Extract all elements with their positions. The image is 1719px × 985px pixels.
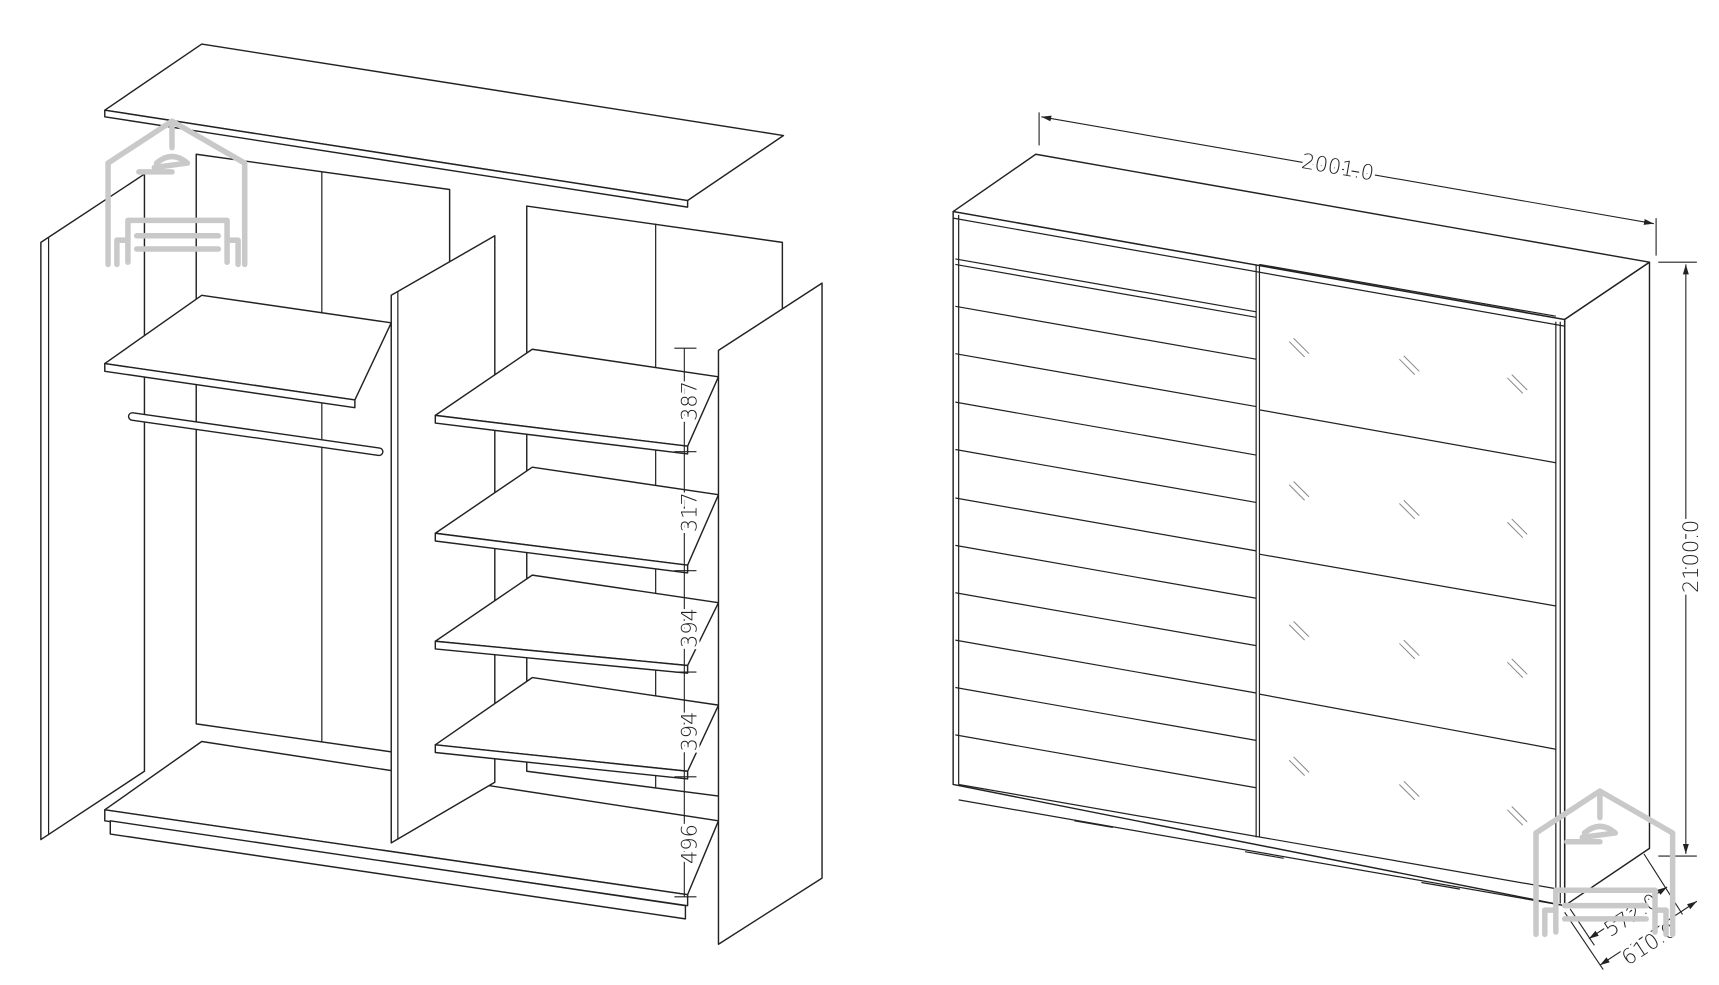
dim-shelf-4: 394 [677, 712, 701, 752]
mirror-door [1259, 263, 1556, 826]
left-panel-lines [955, 258, 1261, 838]
right-shelves [434, 348, 720, 780]
dim-shelf-5: 496 [677, 824, 701, 864]
shelf-dimension-chain: 387 317 394 394 496 [674, 347, 704, 898]
closed-front-view: 2001.0 2100.0 572.0 610.0 [952, 112, 1706, 973]
dim-width: 2001.0 [1300, 149, 1376, 185]
dim-shelf-2: 317 [677, 492, 701, 532]
dim-shelf-1: 387 [677, 381, 701, 421]
left-door [40, 173, 146, 841]
height-dimension: 2100.0 [1658, 261, 1706, 857]
exploded-interior-view: 387 317 394 394 496 [40, 43, 823, 945]
dim-shelf-3: 394 [677, 608, 701, 648]
right-door [717, 282, 823, 945]
dim-height: 2100.0 [1679, 520, 1703, 593]
